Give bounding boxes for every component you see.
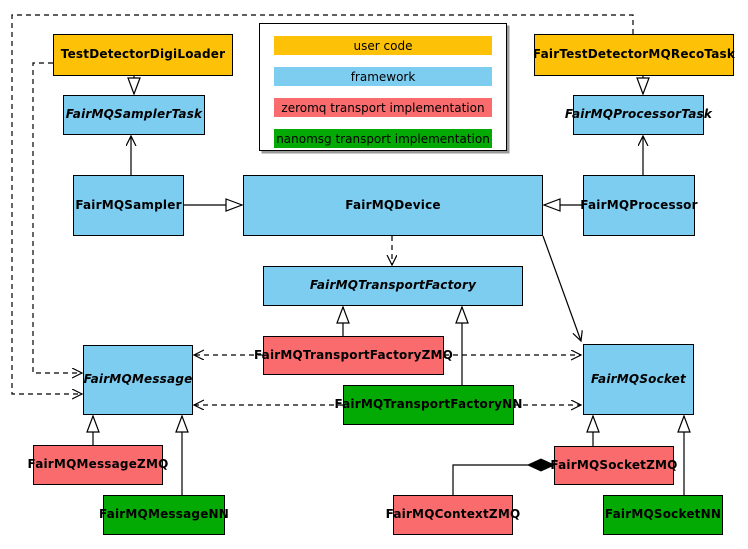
node-label: FairTestDetectorMQRecoTask bbox=[532, 47, 736, 62]
node-label: FairMQTransportFactoryZMQ bbox=[253, 347, 454, 362]
node-fairmq-processor: FairMQProcessor bbox=[580, 175, 698, 236]
node-fairmq-device: FairMQDevice bbox=[243, 175, 543, 236]
node-label: FairMQSocketZMQ bbox=[550, 457, 678, 472]
node-label: FairMQMessage bbox=[83, 372, 193, 387]
node-fairmq-message-zmq: FairMQMessageZMQ bbox=[28, 445, 168, 485]
node-fairmq-message-nn: FairMQMessageNN bbox=[99, 495, 229, 535]
node-label: FairMQSampler bbox=[75, 197, 182, 212]
node-fairmq-context-zmq: FairMQContextZMQ bbox=[386, 495, 520, 535]
legend-label: framework bbox=[350, 69, 416, 84]
legend-label: zeromq transport implementation bbox=[281, 100, 485, 115]
composition-edge bbox=[452, 465, 528, 495]
association-edges bbox=[131, 136, 643, 341]
node-fairmq-message: FairMQMessage bbox=[83, 345, 193, 415]
node-fairmq-sampler: FairMQSampler bbox=[73, 175, 184, 236]
node-test-detector-digi-loader: TestDetectorDigiLoader bbox=[53, 34, 233, 76]
node-label: FairMQSocket bbox=[591, 371, 686, 386]
legend-label: nanomsg transport implementation bbox=[276, 131, 490, 146]
legend-label: user code bbox=[353, 38, 413, 53]
legend: user code framework zeromq transport imp… bbox=[259, 23, 507, 151]
node-fairmq-socket: FairMQSocket bbox=[583, 344, 694, 415]
node-fairmq-transport-factory: FairMQTransportFactory bbox=[263, 266, 523, 306]
node-fairmq-sampler-task: FairMQSamplerTask bbox=[63, 95, 205, 135]
node-label: FairMQProcessorTask bbox=[564, 107, 713, 122]
node-label: FairMQMessageNN bbox=[98, 507, 230, 522]
legend-item-zeromq: zeromq transport implementation bbox=[274, 98, 492, 117]
node-label: FairMQContextZMQ bbox=[385, 507, 521, 522]
node-label: TestDetectorDigiLoader bbox=[60, 47, 226, 62]
inheritance-edges bbox=[93, 76, 684, 495]
node-label: FairMQSocketNN bbox=[604, 507, 722, 522]
node-label: FairMQTransportFactoryNN bbox=[334, 397, 523, 412]
node-fairmq-socket-zmq: FairMQSocketZMQ bbox=[550, 446, 677, 485]
node-label: FairMQTransportFactory bbox=[309, 278, 477, 293]
node-fair-test-detector-mq-reco-task: FairTestDetectorMQRecoTask bbox=[532, 34, 736, 76]
legend-item-user-code: user code bbox=[274, 36, 492, 55]
legend-item-framework: framework bbox=[274, 67, 492, 86]
node-fairmq-processor-task: FairMQProcessorTask bbox=[565, 95, 712, 135]
node-fairmq-transport-factory-nn: FairMQTransportFactoryNN bbox=[334, 385, 522, 425]
node-label: FairMQDevice bbox=[345, 197, 441, 212]
legend-item-nanomsg: nanomsg transport implementation bbox=[274, 129, 492, 148]
node-label: FairMQSamplerTask bbox=[65, 107, 203, 122]
node-fairmq-socket-nn: FairMQSocketNN bbox=[603, 495, 723, 535]
dependency-edges bbox=[11, 14, 634, 405]
node-fairmq-transport-factory-zmq: FairMQTransportFactoryZMQ bbox=[254, 336, 453, 375]
node-label: FairMQProcessor bbox=[580, 197, 698, 212]
node-label: FairMQMessageZMQ bbox=[27, 457, 169, 472]
